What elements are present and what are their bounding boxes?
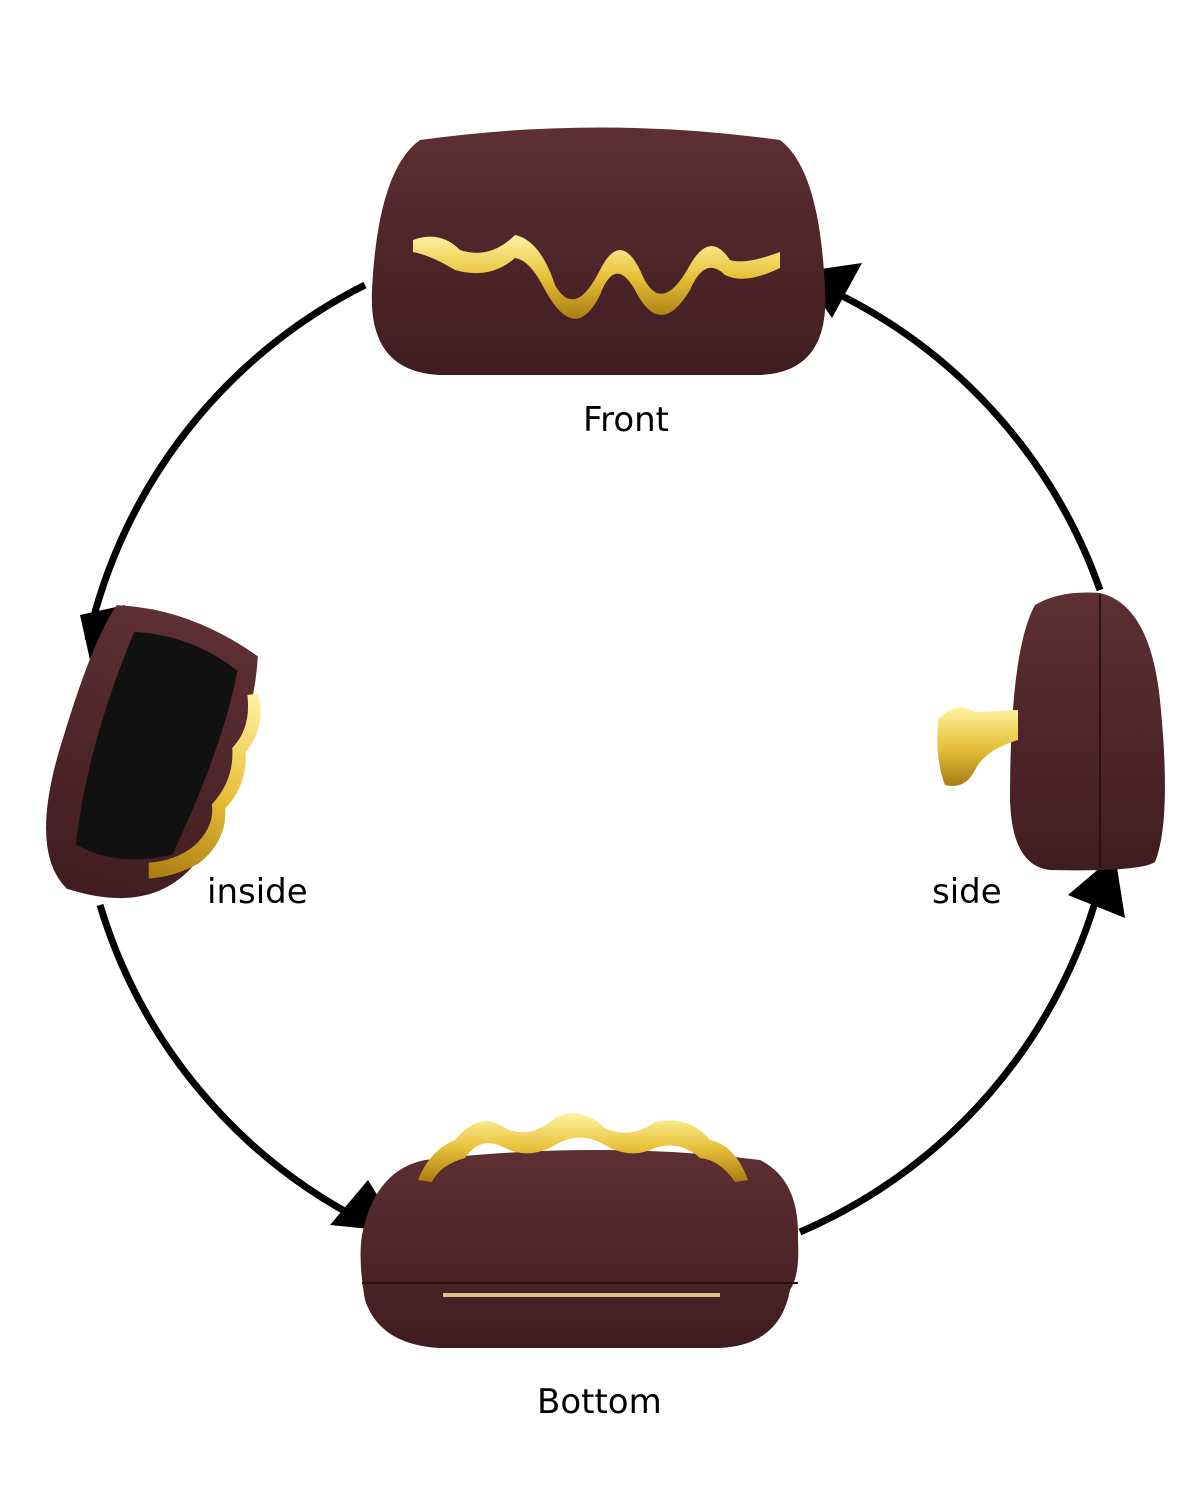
label-bottom: Bottom bbox=[537, 1382, 662, 1422]
arrow-front-to-inside bbox=[84, 281, 367, 641]
arrow-inside-to-bottom bbox=[96, 903, 367, 1226]
label-inside: inside bbox=[207, 872, 308, 912]
arrowhead-side bbox=[1068, 855, 1125, 918]
gold-handle-bottom bbox=[418, 1113, 748, 1182]
bag-side-image bbox=[937, 592, 1165, 871]
gold-wave-handle bbox=[413, 235, 780, 319]
arrow-side-to-front bbox=[828, 286, 1104, 592]
bag-bottom-image bbox=[360, 1113, 799, 1348]
arrow-bottom-to-side bbox=[798, 884, 1104, 1236]
gold-handle-side bbox=[937, 707, 1018, 786]
bag-front-image bbox=[371, 127, 826, 375]
label-side: side bbox=[932, 872, 1002, 912]
cycle-arrows bbox=[80, 263, 1125, 1236]
gold-handle-inside bbox=[148, 693, 261, 879]
bag-inside-image bbox=[46, 605, 261, 898]
label-front: Front bbox=[583, 400, 669, 440]
